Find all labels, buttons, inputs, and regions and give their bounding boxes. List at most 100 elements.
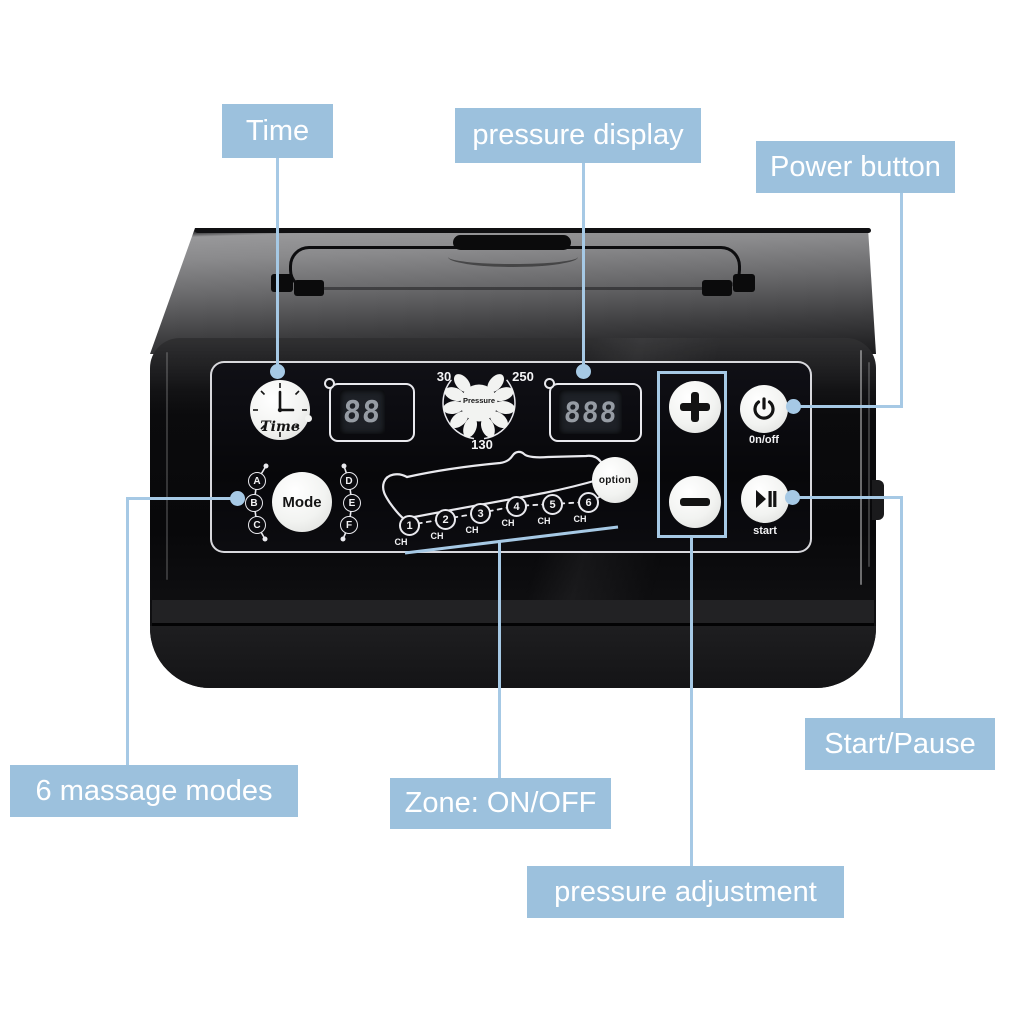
start-connector-line-v — [900, 496, 903, 718]
device-back-rim — [195, 228, 871, 233]
start-caption: start — [753, 525, 777, 537]
channel-5-indicator: 5 — [542, 494, 563, 515]
callout-start-pause-text: Start/Pause — [824, 727, 976, 760]
device-bottom-band — [150, 626, 876, 688]
channel-number: 1 — [406, 519, 413, 532]
bracket-ring — [544, 378, 555, 389]
mode-button: Mode — [272, 472, 332, 532]
callout-start-pause: Start/Pause — [805, 718, 995, 770]
gauge-min-label: 30 — [436, 369, 452, 384]
modes-connector-line-v — [126, 497, 129, 765]
pressure-display-bracket — [549, 383, 642, 442]
channel-1-label: CH — [394, 537, 408, 547]
mode-letter-d: D — [340, 472, 358, 490]
callout-power-button: Power button — [756, 141, 955, 193]
channel-number: 3 — [477, 507, 484, 520]
callout-time: Time — [222, 104, 333, 158]
callout-pressure-display-text: pressure display — [472, 119, 684, 151]
mode-button-label: Mode — [282, 493, 322, 511]
option-button-label: option — [598, 474, 632, 486]
mode-letter-c: C — [248, 516, 266, 534]
minus-icon — [680, 498, 710, 506]
clock-face — [253, 383, 307, 437]
power-connector-dot — [786, 399, 801, 414]
pressure-adjustment-outline-box — [657, 371, 727, 538]
channel-3-label: CH — [465, 525, 479, 535]
mode-letter-label: F — [345, 519, 353, 531]
mode-letter-label: D — [345, 475, 353, 487]
bracket-ring — [324, 378, 335, 389]
time-display-bracket — [329, 383, 415, 442]
pressure-display-digits: 888 — [562, 395, 619, 429]
pressure-display-connector-line — [582, 163, 585, 371]
channel-5-label: CH — [537, 516, 551, 526]
device-handle-hinge — [271, 274, 293, 292]
device-side-tab — [872, 480, 884, 520]
pressure-display-connector-dot — [576, 364, 591, 379]
channel-4-indicator: 4 — [506, 496, 527, 517]
channel-number: 5 — [549, 498, 556, 511]
callout-pressure-display: pressure display — [455, 108, 701, 163]
mode-letter-label: E — [348, 497, 356, 509]
mode-letter-f: F — [340, 516, 358, 534]
callout-massage-modes: 6 massage modes — [10, 765, 298, 817]
mode-letter-label: C — [253, 519, 261, 531]
pressure-display: 888 — [559, 390, 622, 434]
gauge-max-label: 250 — [512, 369, 534, 384]
device-handle-hinge — [702, 280, 732, 296]
power-connector-line-v — [900, 193, 903, 408]
edge-highlight — [860, 350, 862, 585]
mode-letter-label: B — [250, 497, 258, 509]
option-button: option — [592, 457, 638, 503]
channel-number: 6 — [585, 496, 592, 509]
callout-massage-modes-text: 6 massage modes — [35, 774, 273, 807]
start-connector-line-h — [795, 496, 903, 499]
plus-icon — [680, 392, 710, 422]
channel-6-label: CH — [573, 514, 587, 524]
channel-1-indicator: 1 — [399, 515, 420, 536]
start-connector-dot — [785, 490, 800, 505]
device-handle-hinge — [733, 274, 755, 292]
channel-2-indicator: 2 — [435, 509, 456, 530]
gauge-bottom-label: 130 — [471, 437, 493, 452]
mode-letter-e: E — [343, 494, 361, 512]
modes-connector-line-h — [126, 497, 238, 500]
channel-number: 4 — [513, 500, 520, 513]
device-seam-line — [152, 623, 874, 626]
pressure-minus-button — [669, 476, 721, 528]
control-panel: Time 88 — [210, 361, 812, 553]
mode-letter-b: B — [245, 494, 263, 512]
channel-6-indicator: 6 — [578, 492, 599, 513]
clock-marker-dot — [305, 415, 312, 422]
pressure-adjustment-connector-line — [690, 538, 693, 866]
zone-connector-line-v — [498, 540, 501, 778]
callout-power-button-text: Power button — [770, 150, 941, 183]
device-handle-grip-shadow — [448, 247, 578, 267]
callout-zone: Zone: ON/OFF — [390, 778, 611, 829]
callout-pressure-adjustment: pressure adjustment — [527, 866, 844, 918]
time-display-digits: 88 — [342, 394, 383, 430]
modes-connector-dot — [230, 491, 245, 506]
start-pause-button — [741, 475, 789, 523]
power-icon — [753, 397, 775, 420]
device-lower-band — [152, 600, 874, 624]
clock-icon: Time — [250, 380, 310, 440]
mode-letter-label: A — [253, 475, 261, 487]
edge-highlight — [868, 362, 870, 567]
power-button — [740, 385, 788, 433]
time-display: 88 — [340, 390, 385, 434]
time-connector-dot — [270, 364, 285, 379]
callout-time-text: Time — [245, 114, 310, 147]
pressure-gauge-icon — [442, 374, 516, 440]
edge-highlight — [166, 352, 168, 580]
device-handle-hinge — [294, 280, 324, 296]
power-caption: 0n/off — [749, 434, 779, 446]
gauge-center-label: Pressure — [462, 396, 496, 405]
play-pause-icon — [756, 490, 777, 508]
pressure-plus-button — [669, 381, 721, 433]
channel-4-label: CH — [501, 518, 515, 528]
channel-3-indicator: 3 — [470, 503, 491, 524]
mode-letter-a: A — [248, 472, 266, 490]
channel-2-label: CH — [430, 531, 444, 541]
